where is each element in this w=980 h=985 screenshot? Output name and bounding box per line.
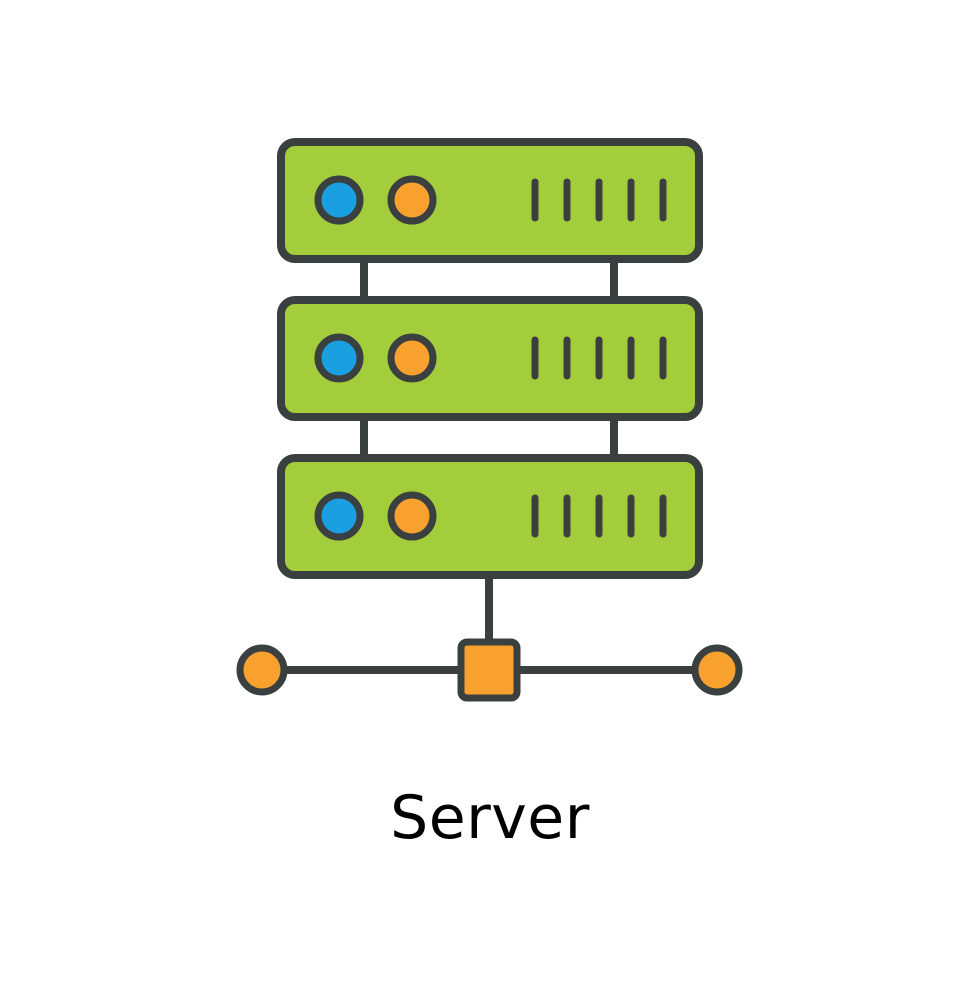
rack-units	[277, 138, 703, 579]
network-node-right	[691, 644, 743, 696]
network-hub-square	[457, 638, 521, 702]
rack-unit-body	[277, 454, 703, 579]
rack-unit-body	[277, 138, 703, 263]
rack-connectors	[285, 260, 694, 674]
status-led-orange	[387, 175, 437, 225]
rack-unit	[277, 296, 703, 421]
status-led-blue	[314, 491, 364, 541]
rack-unit	[277, 138, 703, 263]
icon-caption: Server	[390, 783, 590, 853]
network-node-left	[236, 644, 288, 696]
status-led-blue	[314, 175, 364, 225]
status-led-orange	[387, 491, 437, 541]
status-led-blue	[314, 333, 364, 383]
status-led-orange	[387, 333, 437, 383]
rack-unit-body	[277, 296, 703, 421]
rack-unit	[277, 454, 703, 579]
network-nodes	[236, 638, 743, 702]
